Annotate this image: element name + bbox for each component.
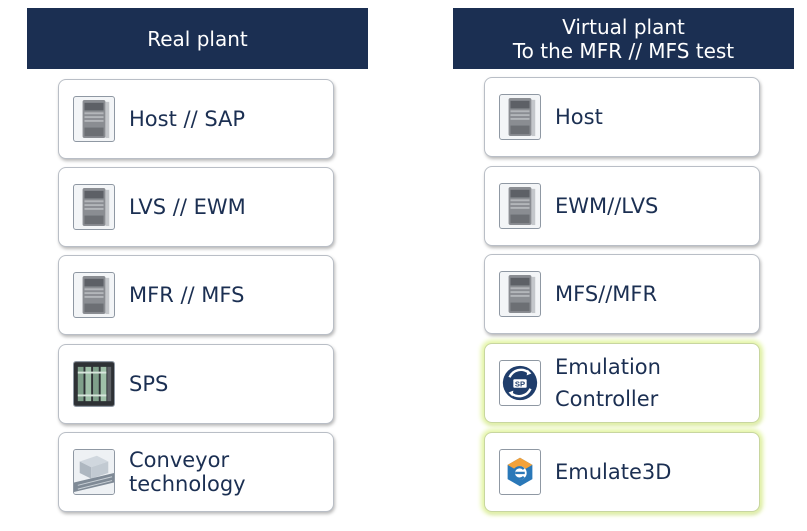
emulation-label-line2: Controller: [555, 387, 659, 411]
real-plant-header-title: Real plant: [147, 26, 248, 51]
card-emulation-controller-label: Emulation Controller: [555, 344, 751, 422]
card-lvs-ewm: LVS // EWM: [58, 167, 334, 247]
card-mfs-mfr: MFS//MFR: [484, 254, 760, 334]
emulation-label-line1: Emulation: [555, 355, 661, 379]
card-host-label: Host: [555, 105, 603, 129]
server-tower-icon: [499, 183, 541, 229]
card-mfr-mfs-label: MFR // MFS: [129, 283, 245, 307]
conveyor-label-line1: Conveyor: [129, 448, 230, 472]
card-sps: SPS: [58, 344, 334, 424]
card-emulation-controller: SP Emulation Controller: [484, 343, 760, 423]
plc-module-icon: [73, 361, 115, 407]
virtual-plant-header: Virtual plant To the MFR // MFS test: [453, 8, 794, 69]
emulate3d-logo-icon: [499, 449, 541, 495]
card-lvs-ewm-label: LVS // EWM: [129, 195, 246, 219]
server-tower-icon: [73, 184, 115, 230]
card-ewm-lvs-label: EWM//LVS: [555, 194, 659, 218]
emulation-controller-logo-icon: SP: [499, 360, 541, 406]
virtual-plant-header-line2: To the MFR // MFS test: [512, 38, 735, 63]
card-conveyor-technology-label: Conveyor technology: [129, 433, 325, 511]
server-tower-icon: [73, 272, 115, 318]
card-emulate3d: Emulate3D: [484, 432, 760, 512]
conveyor-icon: [73, 449, 115, 495]
conveyor-label-line2: technology: [129, 472, 246, 496]
card-host-sap: Host // SAP: [58, 79, 334, 159]
virtual-plant-header-line1: Virtual plant: [562, 14, 685, 39]
card-host-sap-label: Host // SAP: [129, 107, 246, 131]
server-tower-icon: [73, 96, 115, 142]
card-sps-label: SPS: [129, 372, 169, 396]
card-conveyor-technology: Conveyor technology: [58, 432, 334, 512]
server-tower-icon: [499, 94, 541, 140]
card-ewm-lvs: EWM//LVS: [484, 166, 760, 246]
card-host: Host: [484, 77, 760, 157]
svg-text:SP: SP: [515, 379, 525, 388]
server-tower-icon: [499, 271, 541, 317]
card-mfs-mfr-label: MFS//MFR: [555, 282, 658, 306]
card-emulate3d-label: Emulate3D: [555, 460, 672, 484]
card-mfr-mfs: MFR // MFS: [58, 255, 334, 335]
real-plant-header: Real plant: [27, 8, 368, 69]
